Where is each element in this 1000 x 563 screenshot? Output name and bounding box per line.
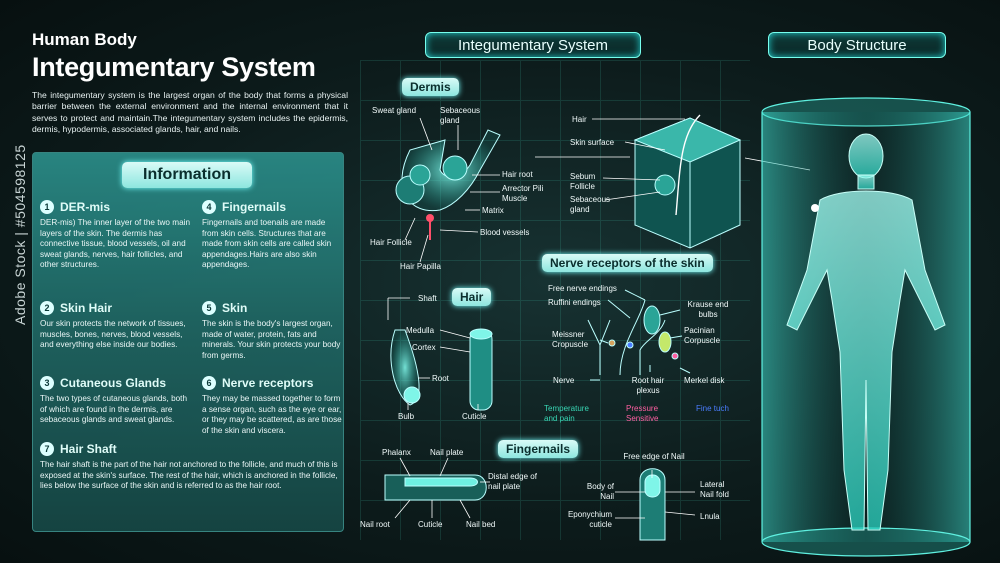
info-item-text: They may be massed together to form a se… — [202, 394, 342, 435]
fingernail-front-illustration — [639, 468, 666, 541]
skin-cross-section-illustration — [633, 114, 742, 249]
nerve-receptors-illustration — [587, 289, 691, 381]
info-item-title: Skin — [222, 301, 248, 315]
label-pacinian: Pacinian Corpuscle — [684, 326, 721, 345]
info-item-text: The two types of cutaneous glands, both … — [40, 394, 188, 425]
info-item-6: 6 Nerve receptors They may be massed toge… — [202, 376, 342, 436]
info-item-text: DER-mis) The inner layer of the two main… — [40, 218, 191, 270]
number-badge: 1 — [40, 200, 54, 214]
dermis-heading: Dermis — [402, 78, 459, 96]
hair-illustration — [390, 328, 493, 411]
stock-watermark: Adobe Stock | #504598125 — [12, 144, 28, 325]
number-badge: 6 — [202, 376, 216, 390]
label-sebum-follicle: Sebum Follicle — [570, 172, 596, 191]
info-item-3: 3 Cutaneous Glands The two types of cutan… — [40, 376, 190, 426]
label-bulb: Bulb — [398, 412, 415, 421]
info-item-4: 4 Fingernails Fingernails and toenails ar… — [202, 200, 342, 271]
info-item-1: 1 DER-mis DER-mis) The inner layer of the… — [40, 200, 190, 271]
label-ruffini-endings: Ruffini endings — [548, 298, 601, 307]
label-lunula: Lnula — [700, 512, 720, 521]
label-shaft: Shaft — [418, 294, 437, 303]
label-skin-surface: Skin surface — [570, 138, 615, 147]
info-item-7: 7 Hair Shaft The hair shaft is the part o… — [40, 442, 338, 492]
label-matrix: Matrix — [482, 206, 504, 215]
integumentary-heading: Integumentary System — [425, 32, 641, 58]
label-arrector-pili: Arrector Pili Muscle — [502, 184, 544, 203]
number-badge: 7 — [40, 442, 54, 456]
info-item-text: Our skin protects the network of tissues… — [40, 319, 186, 350]
label-free-edge: Free edge of Nail — [623, 452, 685, 461]
fingernails-heading: Fingernails — [498, 440, 579, 458]
legend-temperature-pain: Temperature and pain — [544, 404, 589, 423]
info-item-title: DER-mis — [60, 200, 111, 214]
legend-pressure-sensitive: Pressure Sensitive — [626, 404, 659, 423]
info-item-text: Fingernails and toenails are made from s… — [202, 218, 332, 270]
information-heading: Information — [122, 162, 252, 188]
label-nerve: Nerve — [553, 376, 575, 385]
label-body-of-nail: Body of Nail — [586, 482, 614, 501]
info-item-text: The hair shaft is the part of the hair n… — [40, 460, 338, 491]
number-badge: 2 — [40, 301, 54, 315]
label-blood-vessels: Blood vessels — [480, 228, 530, 237]
label-merkel-disk: Merkel disk — [684, 376, 725, 385]
label-nail-plate: Nail plate — [430, 448, 464, 457]
label-nail-root: Nail root — [360, 520, 390, 529]
label-krause-end-bulbs: Krause end bulbs — [687, 300, 729, 319]
label-sebaceous-gland-skin: Sebaceous gland — [570, 195, 611, 214]
label-root: Root — [432, 374, 449, 383]
info-item-title: Fingernails — [222, 200, 287, 214]
label-meissner: Meissner Cropuscle — [552, 330, 589, 349]
label-lateral-nail-fold: Lateral Nail fold — [700, 480, 729, 499]
label-root-hair-plexus: Root hair plexus — [631, 376, 665, 395]
label-cuticle-hair: Cuticle — [462, 412, 487, 421]
label-medulla: Medulla — [406, 326, 435, 335]
fingernail-side-illustration — [384, 474, 487, 501]
page-title: Integumentary System — [32, 52, 316, 82]
label-free-nerve-endings: Free nerve endings — [548, 284, 617, 293]
info-item-title: Nerve receptors — [222, 376, 314, 390]
info-item-text: The skin is the body's largest organ, ma… — [202, 319, 341, 360]
label-hair-follicle: Hair Follicle — [370, 238, 412, 247]
intro-text: The integumentary system is the largest … — [32, 90, 348, 135]
number-badge: 5 — [202, 301, 216, 315]
hair-heading: Hair — [452, 288, 492, 306]
label-hair: Hair — [572, 115, 587, 124]
label-sweat-gland: Sweat gland — [372, 106, 417, 115]
label-sebaceous-gland: Sebaceous gland — [440, 106, 481, 125]
information-panel — [32, 152, 344, 532]
info-item-title: Hair Shaft — [60, 442, 117, 456]
number-badge: 4 — [202, 200, 216, 214]
info-item-2: 2 Skin Hair Our skin protects the network… — [40, 301, 190, 351]
number-badge: 3 — [40, 376, 54, 390]
info-item-title: Cutaneous Glands — [60, 376, 167, 390]
label-phalanx: Phalanx — [382, 448, 411, 457]
dermis-follicle-illustration — [395, 129, 501, 240]
label-hair-papilla: Hair Papilla — [400, 262, 441, 271]
label-distal-edge: Distal edge of nail plate — [488, 472, 537, 491]
label-nail-bed: Nail bed — [466, 520, 496, 529]
kicker-title: Human Body — [32, 30, 137, 49]
label-cuticle-nail: Cuticle — [418, 520, 443, 529]
skin-marker-dot — [811, 204, 819, 212]
label-cortex: Cortex — [412, 343, 436, 352]
info-item-title: Skin Hair — [60, 301, 113, 315]
human-body-figure — [786, 133, 946, 531]
label-hair-root: Hair root — [502, 170, 533, 179]
nerve-receptors-heading: Nerve receptors of the skin — [542, 254, 713, 272]
body-structure-heading: Body Structure — [768, 32, 946, 58]
info-item-5: 5 Skin The skin is the body's largest org… — [202, 301, 342, 361]
label-eponychium: Eponychium cuticle — [567, 510, 612, 529]
legend-fine-touch: Fine tuch — [696, 404, 729, 413]
